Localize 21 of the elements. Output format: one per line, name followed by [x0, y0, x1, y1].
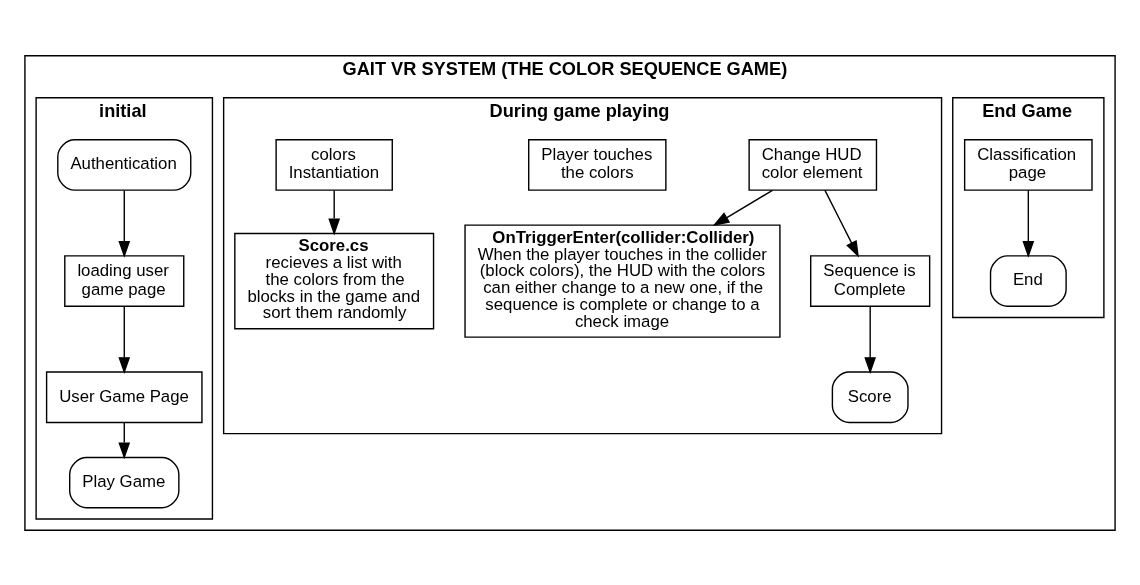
arrow: [118, 189, 131, 258]
node-box: Play Game: [69, 456, 180, 508]
node-box: Score.cs recieves a list with the colors from the blocks in the game and sort them randomly: [234, 232, 435, 329]
arrow: [824, 189, 859, 258]
arrow: [864, 305, 877, 374]
node-box: Sequence is Complete: [810, 254, 931, 307]
node-box: Authentication: [57, 138, 192, 191]
node-box: OnTriggerEnter(collider:Collider) When the player touches in the collider (block colors), the HUD with the colors can either change to a new one, if the sequence is complete or change to a check image: [464, 223, 781, 338]
node-box: Classification page: [963, 138, 1093, 191]
node-box: End: [989, 254, 1067, 307]
node-box: Change HUD color element: [748, 138, 878, 191]
node-box: Score: [831, 370, 909, 423]
arrow: [328, 189, 341, 235]
node-box: loading user game page: [64, 254, 185, 307]
arrow: [118, 421, 131, 459]
arrow: [1022, 189, 1035, 258]
node-box: User Game Page: [45, 370, 203, 423]
node-box: Player touches the colors: [528, 138, 667, 191]
arrow: [118, 305, 131, 374]
node-box: colors Instantiation: [275, 138, 393, 191]
arrow: [712, 189, 774, 226]
